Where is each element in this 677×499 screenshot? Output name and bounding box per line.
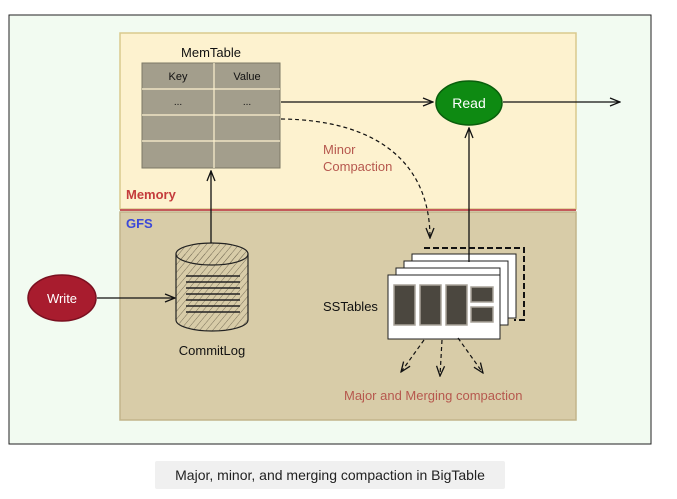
figure-caption: Major, minor, and merging compaction in … bbox=[155, 461, 505, 489]
minor-compaction-label-1: Minor bbox=[323, 142, 356, 157]
memory-label: Memory bbox=[126, 187, 177, 202]
sstables-label: SSTables bbox=[323, 299, 378, 314]
memtable-header-key: Key bbox=[169, 71, 188, 83]
write-label: Write bbox=[47, 291, 77, 306]
commitlog-label: CommitLog bbox=[179, 343, 245, 358]
minor-compaction-label-2: Compaction bbox=[323, 159, 392, 174]
commitlog-cylinder bbox=[175, 242, 249, 332]
memtable-cell-key: ... bbox=[174, 97, 182, 108]
major-compaction-arrow-3 bbox=[457, 337, 483, 373]
major-compaction-label: Major and Merging compaction bbox=[344, 388, 522, 403]
write-node bbox=[27, 274, 97, 322]
minor-compaction-arrow bbox=[280, 118, 430, 238]
memtable-cell-value: ... bbox=[243, 97, 251, 108]
sstables-stack bbox=[387, 247, 525, 340]
memtable-header-value: Value bbox=[233, 71, 260, 83]
memtable-title: MemTable bbox=[181, 45, 241, 60]
read-node bbox=[435, 80, 503, 126]
read-label: Read bbox=[452, 95, 485, 111]
gfs-label: GFS bbox=[126, 216, 153, 231]
memtable-table: Key Value ... ... bbox=[141, 62, 281, 169]
major-compaction-arrow-2 bbox=[440, 339, 442, 376]
